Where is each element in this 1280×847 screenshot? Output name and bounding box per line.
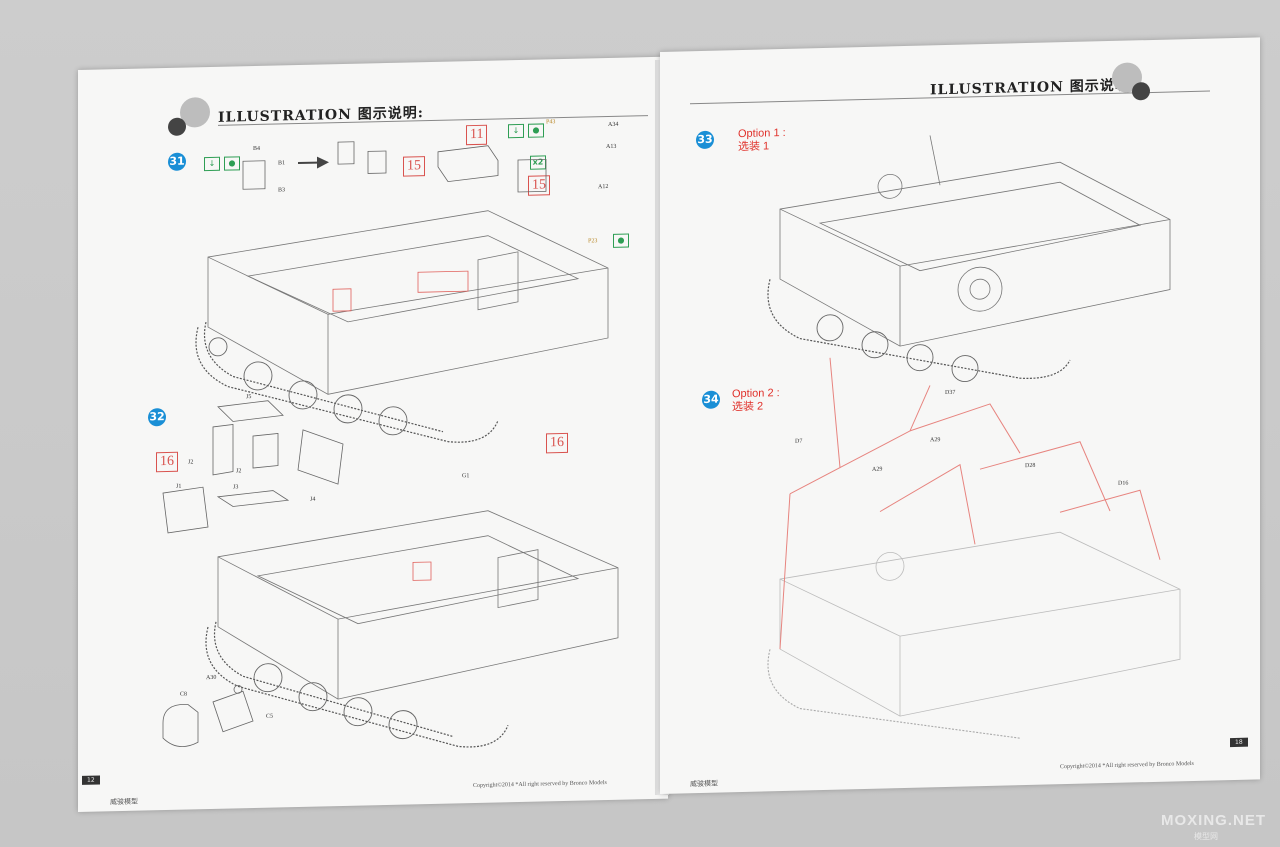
right-footer-brand: 威骏模型 [690, 779, 718, 789]
vehicle-illustration-32 [205, 510, 619, 748]
part-label: G1 [462, 473, 470, 480]
header-circle-dark [1132, 82, 1150, 101]
step-31-badge: 31 [168, 152, 186, 171]
left-footer-copyright: Copyright©2014 *All right reserved by Br… [473, 779, 607, 790]
watermark-sub: 模型网 [1194, 832, 1218, 841]
step-33-badge: 33 [696, 130, 714, 150]
step-34-badge: 34 [702, 390, 720, 409]
glue-icon: ↓ [204, 156, 220, 172]
vehicle-illustration-33 [767, 135, 1171, 382]
right-footer-copyright: Copyright©2014 *All right reserved by Br… [1060, 760, 1194, 771]
frame-parts-c [162, 684, 254, 747]
vehicle-illustration-31 [195, 210, 609, 443]
exploded-parts-j [162, 400, 344, 534]
vehicle-illustration-34 [767, 357, 1181, 739]
fuel-can-parts [242, 141, 547, 193]
part-label: A13 [606, 143, 617, 151]
header-circle-dark [168, 117, 186, 136]
part-label: P43 [546, 119, 556, 126]
left-page: ILLUSTRATION 图示说明: 31 32 ↓ ● ↓ ● x2 ● 11… [78, 56, 668, 813]
part-label: A34 [608, 121, 619, 128]
right-page-number: 18 [1230, 737, 1248, 748]
right-page: ILLUSTRATION 图示说明: 33 Option 1 : 选装 1 34… [660, 37, 1260, 795]
left-page-number: 12 [82, 775, 100, 785]
watermark-logo: MOXING.NET [1160, 812, 1266, 829]
left-footer-brand: 威骏模型 [110, 797, 138, 807]
